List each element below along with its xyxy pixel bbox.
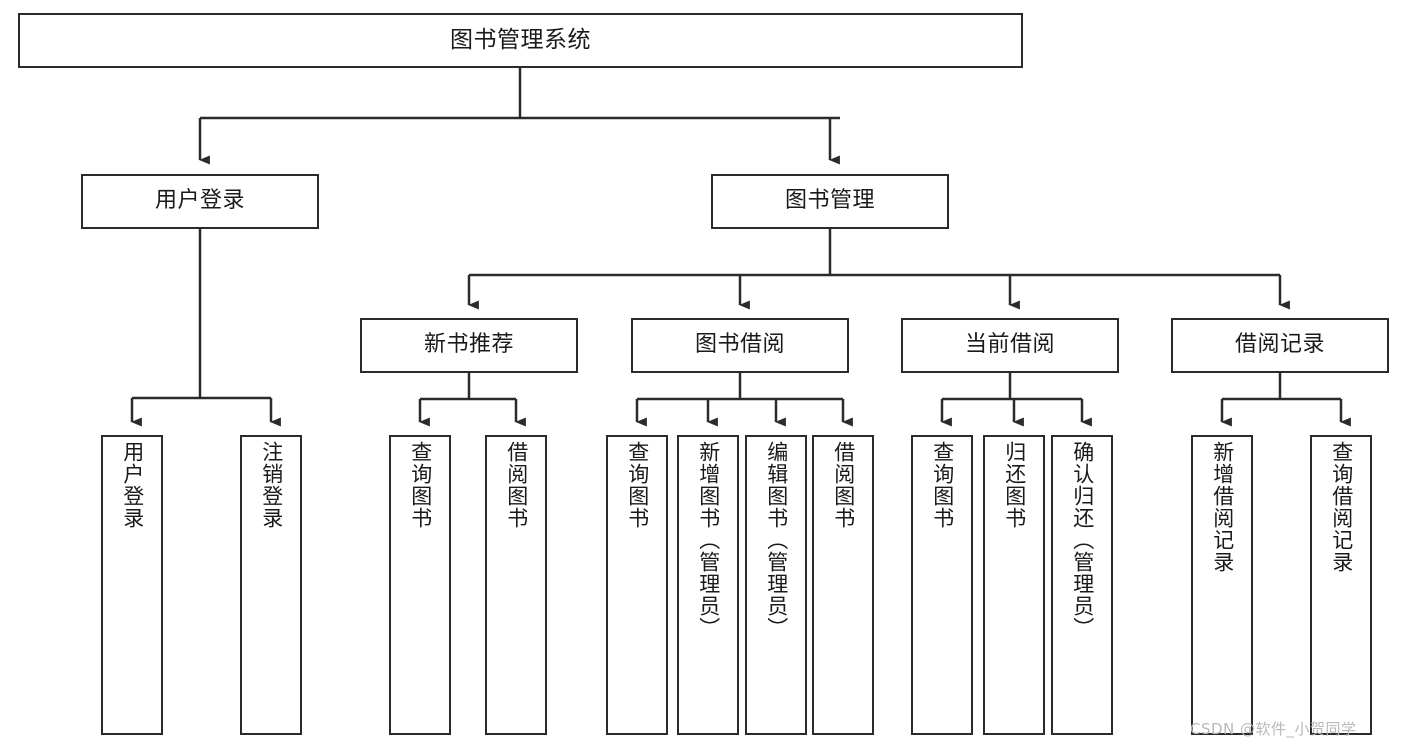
node-label: 用户登录 (154, 188, 245, 214)
node-label: 借阅图书 (831, 441, 856, 529)
node-label: 查询图书 (625, 441, 650, 529)
leaf-query-book-3[interactable]: 查询图书 (911, 435, 973, 735)
node-label: 确认归还（管理员） (1070, 441, 1095, 639)
node-user-login[interactable]: 用户登录 (81, 174, 319, 229)
node-label: 借阅图书 (504, 441, 529, 529)
node-label: 注销登录 (259, 441, 284, 529)
leaf-borrow-book-1[interactable]: 借阅图书 (485, 435, 547, 735)
node-book-borrow[interactable]: 图书借阅 (631, 318, 849, 373)
node-label: 查询图书 (930, 441, 955, 529)
leaf-add-book-admin[interactable]: 新增图书（管理员） (677, 435, 739, 735)
node-label: 图书借阅 (694, 332, 785, 358)
leaf-borrow-book-2[interactable]: 借阅图书 (812, 435, 874, 735)
node-current-borrow[interactable]: 当前借阅 (901, 318, 1119, 373)
leaf-query-book-2[interactable]: 查询图书 (606, 435, 668, 735)
node-label: 图书管理 (784, 188, 875, 214)
node-book-management[interactable]: 图书管理 (711, 174, 949, 229)
leaf-query-book-1[interactable]: 查询图书 (389, 435, 451, 735)
node-label: 查询图书 (408, 441, 433, 529)
node-label: 新书推荐 (423, 332, 514, 358)
node-label: 归还图书 (1002, 441, 1027, 529)
leaf-query-borrow-record[interactable]: 查询借阅记录 (1310, 435, 1372, 735)
leaf-add-borrow-record[interactable]: 新增借阅记录 (1191, 435, 1253, 735)
csdn-watermark: CSDN @软件_小贺同学 (1190, 720, 1357, 738)
leaf-confirm-return-admin[interactable]: 确认归还（管理员） (1051, 435, 1113, 735)
leaf-logout-login[interactable]: 注销登录 (240, 435, 302, 735)
node-new-book-recommend[interactable]: 新书推荐 (360, 318, 578, 373)
node-book-management-system[interactable]: 图书管理系统 (18, 13, 1023, 68)
leaf-edit-book-admin[interactable]: 编辑图书（管理员） (745, 435, 807, 735)
node-label: 新增图书（管理员） (696, 441, 721, 639)
leaf-return-book[interactable]: 归还图书 (983, 435, 1045, 735)
node-label: 借阅记录 (1234, 332, 1325, 358)
node-label: 图书管理系统 (450, 26, 591, 53)
node-label: 新增借阅记录 (1210, 441, 1235, 573)
node-label: 查询借阅记录 (1329, 441, 1354, 573)
node-label: 用户登录 (120, 441, 145, 529)
leaf-user-login[interactable]: 用户登录 (101, 435, 163, 735)
node-borrow-record[interactable]: 借阅记录 (1171, 318, 1389, 373)
node-label: 当前借阅 (964, 332, 1055, 358)
node-label: 编辑图书（管理员） (764, 441, 789, 639)
